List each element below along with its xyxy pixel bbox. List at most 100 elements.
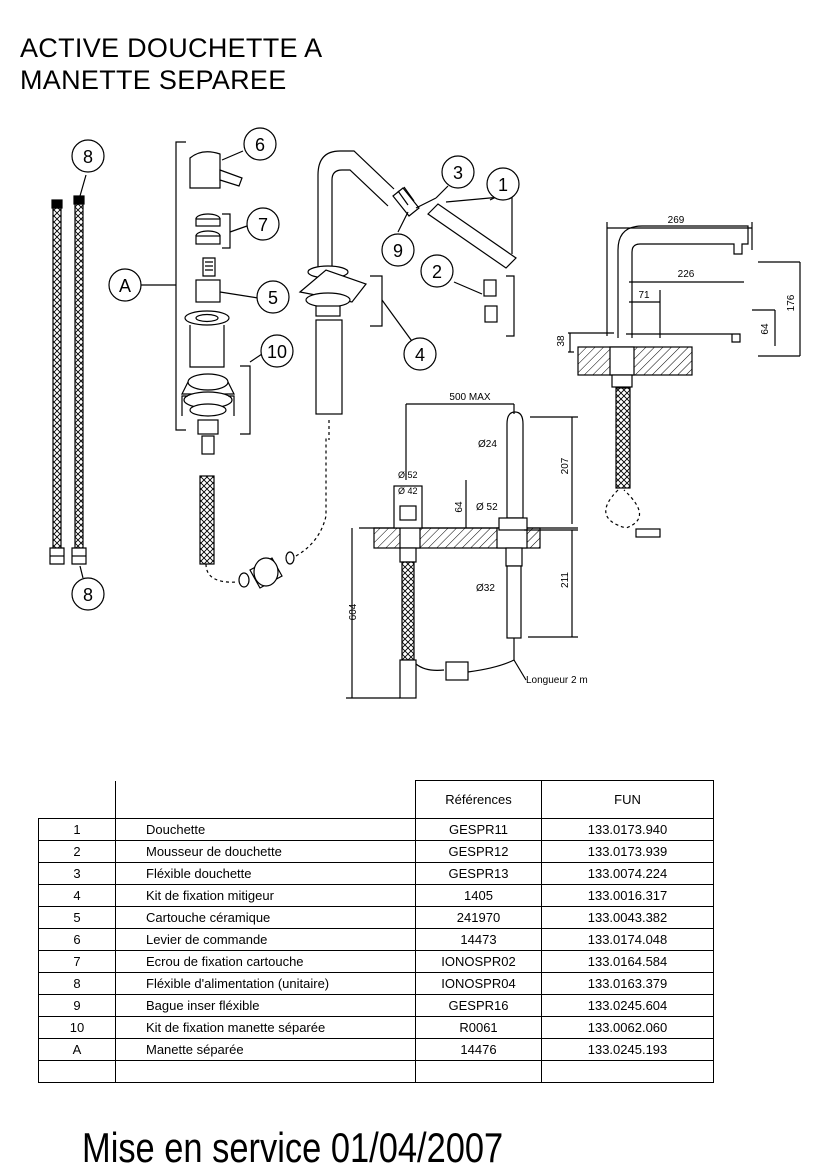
row-designation: Bague inser fléxible <box>115 994 416 1017</box>
dim-71: 71 <box>638 290 650 301</box>
dim-64-side: 64 <box>760 323 771 335</box>
dim-207: 207 <box>560 457 571 474</box>
quick-connector <box>238 436 327 589</box>
header-fun: FUN <box>541 780 714 819</box>
row-reference: GESPR16 <box>415 994 542 1017</box>
front-view <box>346 403 578 699</box>
callout-8-top <box>71 139 105 173</box>
row-designation: Fléxible d'alimentation (unitaire) <box>115 972 416 995</box>
callout-8-bottom-label: 8 <box>83 585 93 605</box>
dim-269: 269 <box>668 215 685 226</box>
row-designation: Cartouche céramique <box>115 906 416 929</box>
dim-604: 604 <box>348 603 359 620</box>
callout-9 <box>381 233 415 267</box>
row-designation: Kit de fixation mitigeur <box>115 884 416 907</box>
row-number: 10 <box>38 1016 116 1039</box>
row-fun: 133.0074.224 <box>541 862 714 885</box>
row-number: 3 <box>38 862 116 885</box>
row-reference: GESPR13 <box>415 862 542 885</box>
dim-176: 176 <box>786 294 797 311</box>
title-line-1: ACTIVE DOUCHETTE A <box>20 33 323 63</box>
dim-diam-52-a: Ø 52 <box>398 470 418 480</box>
dim-500-max: 500 MAX <box>449 392 490 403</box>
dim-38: 38 <box>556 335 567 347</box>
callout-6 <box>243 127 277 161</box>
supply-hoses <box>49 174 87 579</box>
row-designation: Douchette <box>115 818 416 841</box>
row-reference: 241970 <box>415 906 542 929</box>
dim-diam-52-b: Ø 52 <box>476 502 498 513</box>
row-reference: IONOSPR04 <box>415 972 542 995</box>
document-title: ACTIVE DOUCHETTE A MANETTE SEPAREE <box>20 32 322 96</box>
callout-10 <box>260 334 294 368</box>
commissioning-date: Mise en service 01/04/2007 <box>82 1124 504 1171</box>
table-row-empty <box>38 1060 714 1083</box>
row-reference: R0061 <box>415 1016 542 1039</box>
callout-1 <box>486 167 520 201</box>
row-designation: Ecrou de fixation cartouche <box>115 950 416 973</box>
side-view <box>568 222 801 538</box>
row-number: 7 <box>38 950 116 973</box>
row-reference: 14476 <box>415 1038 542 1061</box>
callout-3 <box>441 155 475 189</box>
header-references: Références <box>415 780 542 819</box>
callout-5-label: 5 <box>268 288 278 308</box>
callout-A <box>108 268 142 302</box>
row-designation: Fléxible douchette <box>115 862 416 885</box>
row-fun: 133.0174.048 <box>541 928 714 951</box>
separate-lever-exploded <box>141 141 263 583</box>
callout-5 <box>256 280 290 314</box>
row-number: A <box>38 1038 116 1061</box>
callout-2 <box>420 254 454 288</box>
row-fun: 133.0245.604 <box>541 994 714 1017</box>
row-number: 4 <box>38 884 116 907</box>
dim-64-front: 64 <box>454 501 465 513</box>
row-fun: 133.0016.317 <box>541 884 714 907</box>
row-reference: IONOSPR02 <box>415 950 542 973</box>
callout-9-label: 9 <box>393 241 403 261</box>
row-fun: 133.0245.193 <box>541 1038 714 1061</box>
row-designation: Mousseur de douchette <box>115 840 416 863</box>
callout-8-top-label: 8 <box>83 147 93 167</box>
callout-2-label: 2 <box>432 262 442 282</box>
row-number: 2 <box>38 840 116 863</box>
row-number: 5 <box>38 906 116 929</box>
row-fun: 133.0173.939 <box>541 840 714 863</box>
row-fun: 133.0043.382 <box>541 906 714 929</box>
table-header-row: Références FUN <box>38 780 714 819</box>
callout-A-label: A <box>119 276 131 296</box>
title-line-2: MANETTE SEPAREE <box>20 65 287 95</box>
callout-1-label: 1 <box>498 175 508 195</box>
technical-drawing: 8 6 7 A 5 10 8 3 1 9 2 4 269 226 71 176 … <box>49 127 801 699</box>
row-reference: 14473 <box>415 928 542 951</box>
row-fun: 133.0062.060 <box>541 1016 714 1039</box>
callout-7 <box>246 207 280 241</box>
row-fun: 133.0163.379 <box>541 972 714 995</box>
callout-7-label: 7 <box>258 215 268 235</box>
row-fun: 133.0173.940 <box>541 818 714 841</box>
dim-length: Longueur 2 m <box>526 675 588 686</box>
callout-4 <box>403 337 437 371</box>
row-number: 9 <box>38 994 116 1017</box>
dim-diam-42: Ø 42 <box>398 486 418 496</box>
row-number: 6 <box>38 928 116 951</box>
callout-3-label: 3 <box>453 163 463 183</box>
row-reference: GESPR11 <box>415 818 542 841</box>
dim-226: 226 <box>678 269 695 280</box>
row-number: 1 <box>38 818 116 841</box>
row-designation: Kit de fixation manette séparée <box>115 1016 416 1039</box>
row-designation: Manette séparée <box>115 1038 416 1061</box>
callout-4-label: 4 <box>415 345 425 365</box>
row-reference: GESPR12 <box>415 840 542 863</box>
